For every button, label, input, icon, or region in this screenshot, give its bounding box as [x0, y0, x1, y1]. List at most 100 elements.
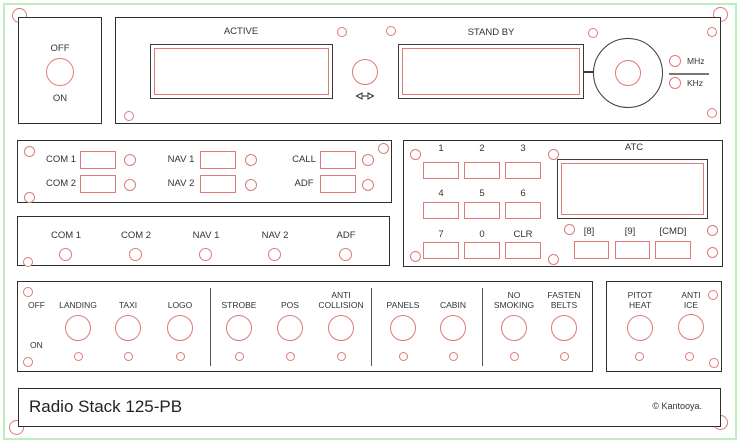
- screw-icon: [709, 358, 719, 368]
- adf-indicator: [362, 179, 374, 191]
- adf-select-label: ADF: [294, 178, 314, 189]
- panel-title: Radio Stack 125-PB: [29, 397, 183, 416]
- logo-switch[interactable]: [167, 315, 193, 341]
- call-select-label: CALL: [292, 154, 316, 165]
- screw-icon: [410, 149, 421, 160]
- com1-select-label: COM 1: [45, 154, 77, 165]
- key-2-button[interactable]: [464, 162, 500, 179]
- knob-connector-line: [584, 71, 594, 73]
- anti-collision-indicator: [337, 352, 346, 361]
- key-7-label: 7: [438, 229, 444, 240]
- swap-arrow-icon: [355, 92, 375, 100]
- audio-com1-label: COM 1: [50, 230, 82, 241]
- mhz-khz-divider: [669, 73, 709, 75]
- strobe-switch[interactable]: [226, 315, 252, 341]
- strobe-label: STROBE: [221, 300, 257, 310]
- key-0-button[interactable]: [464, 242, 500, 259]
- no-smoking-switch[interactable]: [501, 315, 527, 341]
- mhz-label: MHz: [687, 56, 705, 66]
- key-clr-label: CLR: [513, 229, 533, 240]
- nav1-select-button[interactable]: [200, 151, 236, 169]
- anti-collision-switch[interactable]: [328, 315, 354, 341]
- logo-label: LOGO: [167, 300, 193, 310]
- no-smoking-indicator: [510, 352, 519, 361]
- audio-com1-button[interactable]: [59, 248, 72, 261]
- active-frequency-display: [150, 44, 333, 99]
- screw-icon: [548, 149, 559, 160]
- key-cmd-label: [CMD]: [659, 226, 687, 237]
- key-9-button[interactable]: [615, 241, 650, 259]
- key-8-label: [8]: [583, 226, 595, 237]
- key-4-button[interactable]: [423, 202, 459, 219]
- landing-indicator: [74, 352, 83, 361]
- com2-select-label: COM 2: [45, 178, 77, 189]
- tuning-knob[interactable]: [593, 38, 663, 108]
- anti-ice-indicator: [685, 352, 694, 361]
- com2-indicator: [124, 179, 136, 191]
- screw-icon: [378, 143, 389, 154]
- display-inner: [561, 163, 704, 215]
- audio-nav1-button[interactable]: [199, 248, 212, 261]
- anti-ice-switch[interactable]: [678, 314, 704, 340]
- screw-icon: [410, 251, 421, 262]
- audio-com2-button[interactable]: [129, 248, 142, 261]
- section-divider: [210, 288, 211, 366]
- active-label: ACTIVE: [223, 26, 259, 37]
- radio-select-box: COM 1 COM 2 NAV 1 NAV 2 CALL ADF: [17, 140, 392, 203]
- cabin-label: CABIN: [440, 300, 466, 310]
- screw-icon: [337, 27, 347, 37]
- audio-adf-button[interactable]: [339, 248, 352, 261]
- key-5-button[interactable]: [464, 202, 500, 219]
- pos-label: POS: [281, 300, 299, 310]
- key-3-button[interactable]: [505, 162, 541, 179]
- power-off-label: OFF: [50, 43, 70, 54]
- pos-switch[interactable]: [277, 315, 303, 341]
- key-1-label: 1: [438, 143, 444, 154]
- frequency-swap-button[interactable]: [352, 59, 378, 85]
- com2-select-button[interactable]: [80, 175, 116, 193]
- nav2-select-label: NAV 2: [167, 178, 195, 189]
- key-7-button[interactable]: [423, 242, 459, 259]
- cabin-switch[interactable]: [440, 315, 466, 341]
- screw-icon: [548, 254, 559, 265]
- key-6-button[interactable]: [505, 202, 541, 219]
- adf-select-button[interactable]: [320, 175, 356, 193]
- key-4-label: 4: [438, 188, 444, 199]
- standby-label: STAND BY: [467, 27, 515, 38]
- audio-nav1-label: NAV 1: [192, 230, 220, 241]
- fasten-belts-switch[interactable]: [551, 315, 577, 341]
- audio-com2-label: COM 2: [120, 230, 152, 241]
- screw-icon: [564, 224, 575, 235]
- audio-nav2-button[interactable]: [268, 248, 281, 261]
- com1-select-button[interactable]: [80, 151, 116, 169]
- screw-icon: [23, 257, 33, 267]
- screw-icon: [588, 28, 598, 38]
- standby-frequency-display: [398, 44, 584, 99]
- screw-icon: [23, 287, 33, 297]
- display-inner: [154, 48, 329, 95]
- atc-display: [557, 159, 708, 219]
- khz-indicator: [669, 77, 681, 89]
- landing-switch[interactable]: [65, 315, 91, 341]
- nav2-select-button[interactable]: [200, 175, 236, 193]
- section-divider: [371, 288, 372, 366]
- call-indicator: [362, 154, 374, 166]
- key-1-button[interactable]: [423, 162, 459, 179]
- fasten-belts-indicator: [560, 352, 569, 361]
- key-clr-button[interactable]: [505, 242, 541, 259]
- taxi-switch[interactable]: [115, 315, 141, 341]
- call-select-button[interactable]: [320, 151, 356, 169]
- pitot-heat-switch[interactable]: [627, 315, 653, 341]
- key-8-button[interactable]: [574, 241, 609, 259]
- power-switch[interactable]: [46, 58, 74, 86]
- tuning-knob-inner[interactable]: [615, 60, 641, 86]
- nav1-indicator: [245, 154, 257, 166]
- panels-switch[interactable]: [390, 315, 416, 341]
- key-cmd-button[interactable]: [655, 241, 691, 259]
- audio-select-box: COM 1 COM 2 NAV 1 NAV 2 ADF: [17, 216, 390, 267]
- taxi-indicator: [124, 352, 133, 361]
- screw-icon: [124, 111, 134, 121]
